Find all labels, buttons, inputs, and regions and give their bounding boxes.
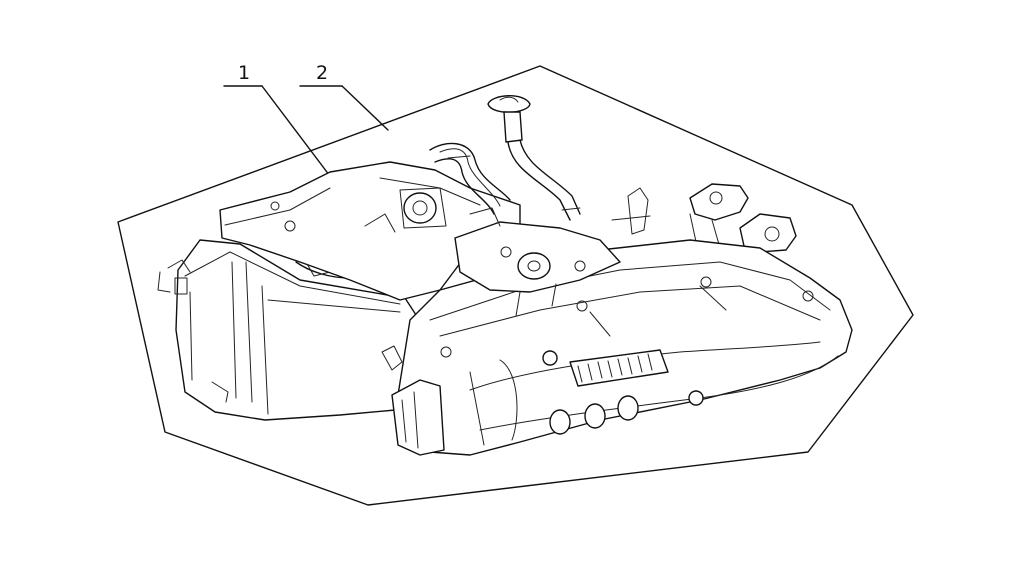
- assembly-boundary: [117, 65, 914, 506]
- callout-2: 2: [299, 62, 389, 131]
- callout-1-number: 1: [238, 62, 250, 84]
- cable-bundle: [429, 142, 511, 215]
- callout-2-number: 2: [316, 62, 328, 84]
- callout-2-leader: [341, 85, 389, 131]
- cylinder-head: [219, 161, 521, 301]
- oil-dipstick: [487, 95, 581, 221]
- air-filter-housing: [157, 239, 419, 421]
- front-duct: [381, 345, 445, 456]
- transmission-cover: [397, 239, 853, 456]
- engine-top: [454, 207, 621, 317]
